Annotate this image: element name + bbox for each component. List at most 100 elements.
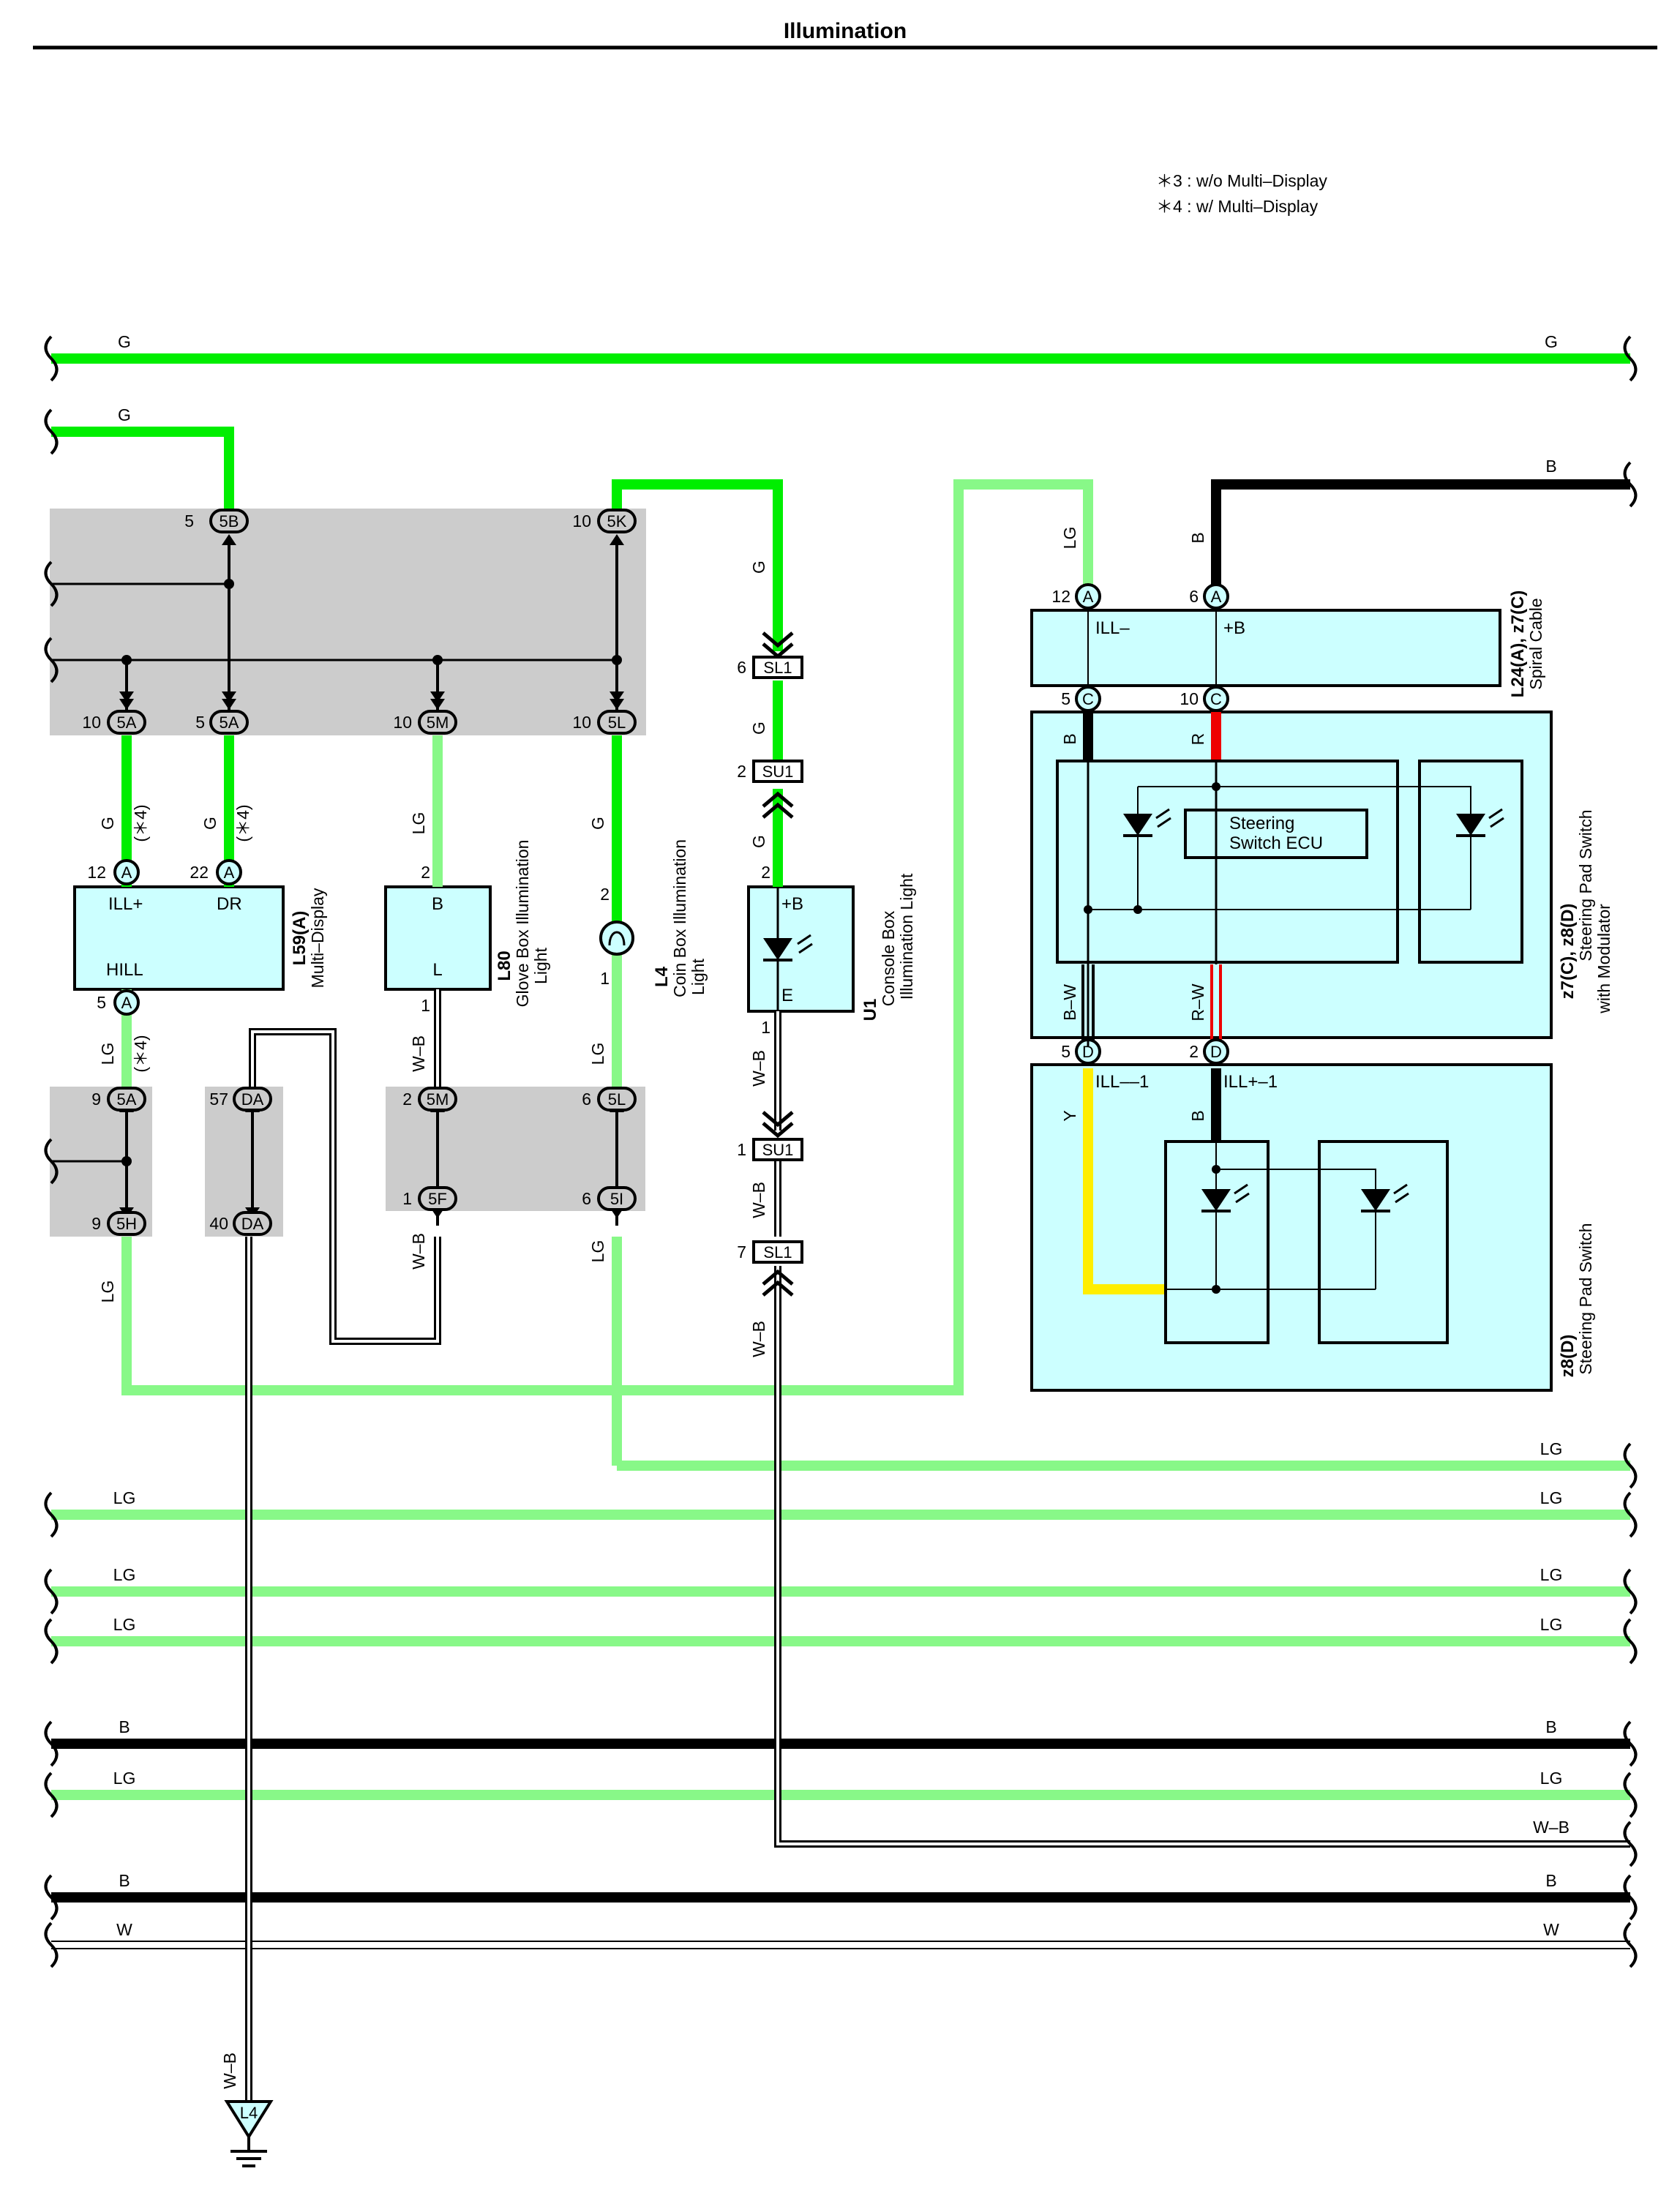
conn-label-c-2: C [1210, 690, 1222, 708]
pin-su1-2: 2 [737, 762, 746, 781]
pin-5l-6: 6 [582, 1090, 591, 1109]
pad-led-box-2 [1318, 1140, 1449, 1344]
connector-ovals [107, 509, 1229, 1264]
conn-label-5a-c: 5A [117, 1090, 137, 1109]
z7-name2: with Modulator [1594, 904, 1613, 1014]
pin-d-5: 5 [1061, 1042, 1070, 1061]
pin-u1-1: 1 [761, 1018, 770, 1037]
pin-a-5: 5 [97, 993, 106, 1012]
pin-5m-10: 10 [393, 713, 412, 732]
wire-label-b-2r: B [1545, 1871, 1556, 1890]
wire-label-b-1l: B [119, 1717, 130, 1736]
vlabel-bw: B–W [1060, 984, 1079, 1021]
z7-id: z7(C), z8(D) [1558, 904, 1578, 1000]
l4-id: L4 [652, 966, 672, 987]
pin-a-6-spiral: 6 [1189, 587, 1199, 606]
splice-4 [612, 655, 622, 665]
pin-5b: 5 [184, 511, 194, 531]
note-4: ＊4 : w/ Multi–Display [1156, 197, 1319, 216]
vlabel-b-plusb: B [1188, 532, 1207, 543]
mod-splice-3 [1084, 905, 1092, 914]
ground-point-icon [224, 2100, 274, 2140]
conn-5f-1 [418, 1186, 457, 1211]
wire-label-w-r: W [1543, 1920, 1559, 1939]
conn-a-12-spiral [1075, 583, 1101, 610]
splice-3 [432, 655, 443, 665]
splice-1 [224, 579, 234, 589]
wire-y-ill-minus-1 [1083, 1068, 1166, 1294]
pin-da-40: 40 [209, 1214, 228, 1233]
vlabel-g-5l: G [588, 817, 607, 830]
modulator-inner-box [1056, 760, 1399, 964]
led-icon-pad-2 [1361, 1183, 1409, 1212]
conn-sl1-7 [752, 1240, 803, 1264]
u1-id: U1 [860, 999, 880, 1021]
l59-pin-dr: DR [217, 894, 242, 914]
vlabel-g-u1: G [749, 835, 768, 848]
pin-5h-9: 9 [91, 1214, 101, 1233]
vlabel-y: Y [1060, 1110, 1079, 1121]
pin-5i-6: 6 [582, 1189, 591, 1208]
bulb-icon [599, 921, 634, 956]
l80-id: L80 [495, 951, 514, 981]
conn-label-5i: 5I [610, 1190, 623, 1208]
conn-sl1-6 [752, 656, 803, 679]
conn-label-d-2: D [1210, 1043, 1222, 1061]
vlabel-lg-5i: LG [588, 1240, 607, 1263]
spiral-name: Spiral Cable [1526, 598, 1545, 689]
conn-label-5l: 5L [608, 713, 626, 732]
pin-c-5: 5 [1061, 689, 1070, 708]
vlabel-wb-ground: W–B [220, 2053, 239, 2089]
conn-label-5m: 5M [427, 713, 449, 732]
vlabel-lg-ill: LG [1060, 527, 1079, 550]
l59-name: Multi–Display [308, 888, 327, 988]
pin-5m-2: 2 [402, 1090, 412, 1109]
l80-pin-l: L [432, 960, 442, 980]
pin-l80-1: 1 [421, 996, 430, 1015]
vlabel-g-su1: G [749, 721, 768, 735]
conn-a-12 [113, 859, 140, 885]
multi-display-box [73, 885, 285, 991]
conn-5m-2 [418, 1087, 457, 1112]
pin-a-22: 22 [190, 863, 209, 882]
pin-5a-5: 5 [195, 713, 205, 732]
conn-5i-6 [597, 1186, 637, 1211]
l4-name1: Coin Box Illumination [670, 839, 689, 997]
pin-da-57: 57 [209, 1090, 228, 1109]
vlabel-b-5c: B [1060, 733, 1079, 744]
splice-2 [121, 655, 132, 665]
u1-name2: Illumination Light [897, 873, 916, 1000]
z8-id: z8(D) [1558, 1335, 1578, 1378]
conn-label-5k: 5K [607, 512, 627, 531]
u1-pin-e: E [781, 986, 793, 1005]
spiral-pin-ill-minus: ILL– [1095, 618, 1130, 638]
pin-5a-9: 9 [91, 1090, 101, 1109]
conn-5l-10 [597, 710, 637, 735]
wire-label-b-2l: B [119, 1871, 130, 1890]
pin-5f-1: 1 [402, 1189, 412, 1208]
conn-5a-9 [107, 1087, 146, 1112]
vlabel-g-sl1: G [749, 561, 768, 574]
conn-c-5 [1075, 686, 1101, 712]
u1-pin-plus-b: +B [781, 894, 803, 914]
conn-label-5a-b: 5A [220, 713, 239, 732]
conn-5b [209, 509, 249, 533]
conn-su1-1 [752, 1138, 803, 1161]
wire-b-plus-b [1211, 479, 1630, 593]
conn-da-57 [233, 1087, 272, 1112]
conn-label-5h: 5H [116, 1215, 137, 1233]
wire-wb-l80-loop-inner [251, 1030, 439, 1343]
pin-l4-2: 2 [600, 885, 610, 904]
conn-label-5b: 5B [220, 512, 239, 531]
l80-name1: Glove Box Illumination [513, 840, 532, 1008]
wire-label-lg-5l: LG [113, 1769, 136, 1788]
ecu-label-1: Steering [1229, 814, 1294, 833]
pad-pin-ill-minus-1: ILL––1 [1095, 1072, 1149, 1092]
wire-label-lg-4r: LG [1540, 1615, 1563, 1634]
conn-5a-10 [107, 710, 146, 735]
spiral-cable-box [1030, 609, 1501, 687]
conn-5a-5 [209, 710, 249, 735]
conn-label-5f: 5F [428, 1190, 447, 1208]
wire-wb-u1-inner [776, 1011, 1630, 1845]
